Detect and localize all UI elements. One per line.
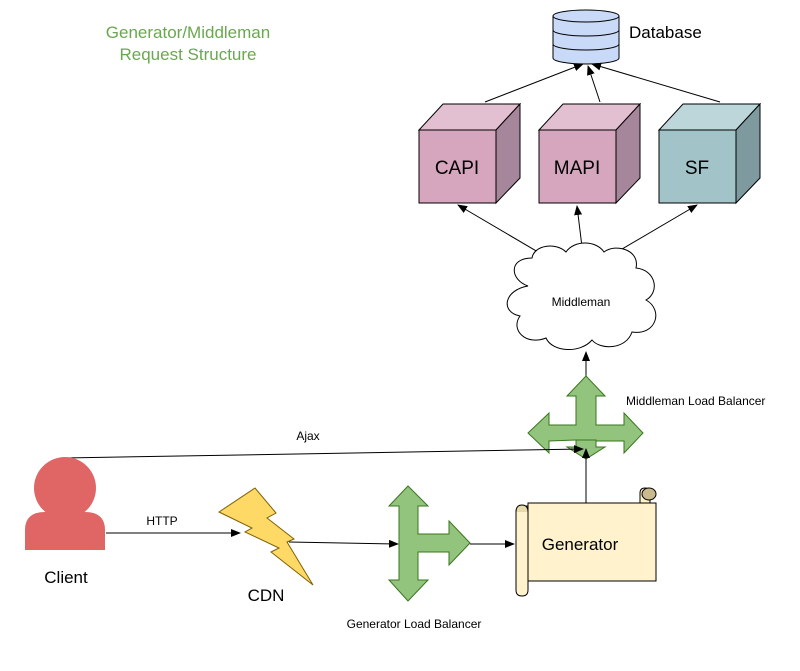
middleman-cloud-icon xyxy=(506,242,657,350)
cdn-lightning-icon xyxy=(217,487,314,586)
database-icon xyxy=(552,9,620,65)
generator-lb-label: Generator Load Balancer xyxy=(347,617,482,631)
ajax-arrow xyxy=(63,445,584,459)
middleman-lb-label: Middleman Load Balancer xyxy=(626,394,765,408)
sf-cube xyxy=(657,102,762,205)
capi-cube xyxy=(417,102,522,205)
database-label: Database xyxy=(629,23,702,42)
generator-scroll-icon xyxy=(515,487,657,597)
ajax-label: Ajax xyxy=(296,429,319,443)
http-label: HTTP xyxy=(146,514,177,528)
diagram-title-line2: Request Structure xyxy=(119,45,256,64)
capi-label: CAPI xyxy=(435,158,479,179)
cube-to-database-arrows xyxy=(484,62,721,103)
diagram-title-line1: Generator/Middleman xyxy=(106,23,270,42)
cdn-to-generator-lb-arrow xyxy=(288,539,399,548)
mapi-label: MAPI xyxy=(554,158,600,179)
client-person-icon xyxy=(25,457,105,550)
client-label: Client xyxy=(44,568,88,587)
sf-label: SF xyxy=(685,158,709,179)
generator-load-balancer-icon xyxy=(387,485,471,602)
cdn-label: CDN xyxy=(248,586,285,605)
mapi-cube xyxy=(537,102,642,205)
middleman-label: Middleman xyxy=(552,295,611,309)
generator-label: Generator xyxy=(542,535,619,554)
